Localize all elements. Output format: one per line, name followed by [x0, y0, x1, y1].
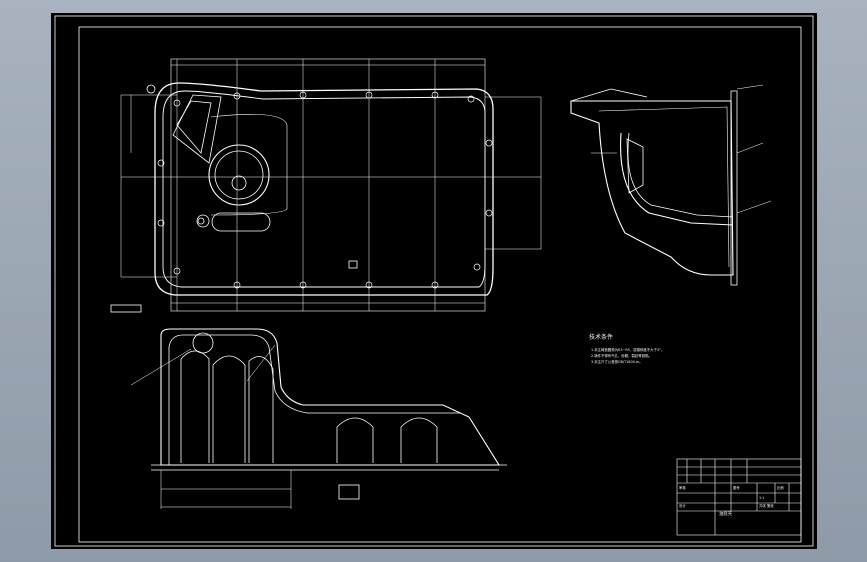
- tech-req-line-1: 1.未注铸造圆角为R3~R5，拔模斜度不大于3°。: [591, 348, 665, 352]
- title-block-designer: 设计: [679, 504, 686, 508]
- title-block-scale: 1:1: [759, 496, 765, 500]
- title-block-drawing-no: 图号: [733, 486, 740, 490]
- tech-req-title: 技术条件: [589, 334, 614, 341]
- inner-frame: [78, 26, 802, 543]
- title-block: [676, 458, 802, 536]
- title-block-checker: 审核: [679, 486, 686, 490]
- title-block-part-name: 油底壳: [719, 512, 733, 517]
- tech-req-line-3: 3.未注尺寸公差按GB/T1804-m。: [591, 360, 643, 364]
- title-block-note: 比例: [777, 486, 784, 490]
- top-view: [110, 58, 542, 313]
- side-view: [570, 84, 772, 286]
- outer-frame: [54, 15, 814, 547]
- drawing-sheet: 技术条件 1.未注铸造圆角为R3~R5，拔模斜度不大于3°。 2.铸件不得有气孔…: [51, 13, 817, 549]
- cad-drawing: [54, 15, 814, 547]
- title-block-footer: 共张 第张: [759, 504, 774, 508]
- tech-req-line-2: 2.铸件不得有气孔、砂眼、裂纹等缺陷。: [591, 354, 652, 358]
- front-view: [130, 328, 507, 509]
